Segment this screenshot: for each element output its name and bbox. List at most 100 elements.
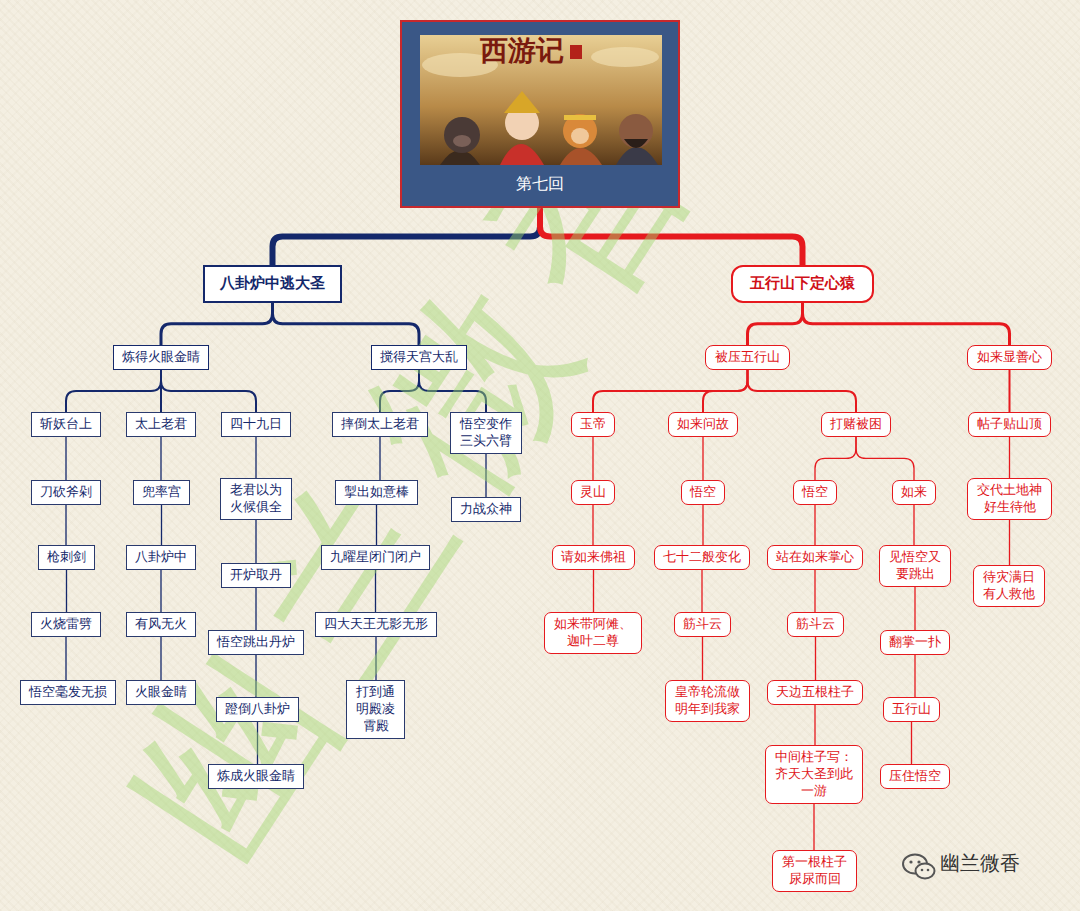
node-text: 中间柱子写：齐天大圣到此一游 [774, 749, 854, 800]
node-text: 交代土地神好生待他 [976, 482, 1043, 516]
node-text: 打赌被困 [830, 416, 882, 433]
leaf-box: 太上老君 [126, 412, 196, 437]
node-text: 见悟空又要跳出 [888, 549, 942, 583]
node-text: 皇帝轮流做明年到我家 [674, 684, 741, 718]
figure-crown [504, 91, 540, 113]
leaf-box: 四大天王无影无形 [315, 612, 437, 637]
leaf-box: 皇帝轮流做明年到我家 [665, 680, 750, 722]
leaf-box: 交代土地神好生待他 [967, 478, 1052, 520]
leaf-box: 站在如来掌心 [767, 545, 863, 570]
node-text: 如来显善心 [977, 349, 1042, 366]
branch-line [748, 370, 857, 412]
node-text: 四大天王无影无形 [324, 616, 428, 633]
node-text: 玉帝 [580, 416, 606, 433]
leaf-box: 请如来佛祖 [552, 545, 635, 570]
node-text: 七十二般变化 [663, 549, 741, 566]
node-text: 八卦炉中 [135, 549, 187, 566]
branch-line [66, 570, 67, 612]
figure-body [616, 147, 658, 165]
leaf-box: 四十九日 [221, 412, 291, 437]
leaf-box: 蹬倒八卦炉 [216, 697, 299, 722]
leaf-box: 如来问故 [668, 412, 738, 437]
branch-line [161, 303, 273, 346]
node-text: 悟空跳出丹炉 [217, 634, 295, 651]
eye [921, 869, 924, 872]
branch-line [814, 505, 815, 545]
node-text: 炼成火眼金睛 [217, 768, 295, 785]
node-text: 太上老君 [135, 416, 187, 433]
branch-line [255, 437, 256, 478]
branch-line [65, 437, 66, 480]
node-text: 天边五根柱子 [776, 684, 854, 701]
branch-line [1009, 370, 1011, 412]
node-text: 灵山 [580, 484, 606, 501]
branch-line [703, 370, 748, 412]
leaf-box: 悟空毫发无损 [20, 680, 116, 705]
topic-box: 如来显善心 [967, 345, 1052, 370]
branch-line [593, 370, 748, 412]
leaf-box: 悟空 [793, 480, 837, 505]
cloud [591, 47, 659, 67]
branch-line [914, 655, 915, 697]
leaf-box: 悟空 [681, 480, 725, 505]
node-text: 悟空 [802, 484, 828, 501]
node-text: 力战众神 [460, 501, 512, 518]
branch-line [593, 570, 594, 612]
eye [909, 860, 912, 863]
cover-title: 西游记 [480, 36, 564, 67]
leaf-box: 如来 [892, 480, 936, 505]
node-text: 刀砍斧剁 [40, 484, 92, 501]
figure-band [564, 115, 596, 120]
node-text: 如来问故 [677, 416, 729, 433]
branch-line [702, 637, 703, 680]
leaf-box: 灵山 [571, 480, 615, 505]
leaf-box: 火烧雷劈 [31, 612, 101, 637]
leaf-box: 五行山 [883, 697, 940, 722]
branch-line [65, 637, 66, 680]
node-text: 火眼金睛 [135, 684, 187, 701]
topic-box: 炼得火眼金睛 [113, 345, 209, 370]
leaf-box: 中间柱子写：齐天大圣到此一游 [765, 745, 863, 804]
node-text: 压住悟空 [889, 768, 941, 785]
wechat-icon [902, 853, 936, 881]
figure-face [571, 128, 589, 144]
node-text: 五行山 [892, 701, 931, 718]
branch-line [856, 437, 914, 480]
figure-beard [624, 139, 648, 148]
node-text: 请如来佛祖 [561, 549, 626, 566]
leaf-box: 掣出如意棒 [335, 480, 418, 505]
leaf-box: 开炉取丹 [221, 563, 291, 588]
branch-box: 八卦炉中逃大圣 [203, 265, 342, 303]
seal [570, 45, 582, 59]
branch-line [1009, 437, 1010, 478]
branch-line [1009, 520, 1010, 565]
branch-box: 五行山下定心猿 [731, 265, 874, 303]
figure-body [560, 148, 602, 165]
branch-line [702, 437, 703, 480]
leaf-box: 打赌被困 [821, 412, 891, 437]
node-text: 有风无火 [135, 616, 187, 633]
branch-line [814, 570, 815, 612]
leaf-box: 第一根柱子尿尿而回 [772, 850, 857, 892]
leaf-box: 悟空跳出丹炉 [208, 630, 304, 655]
eye [917, 860, 920, 863]
leaf-box: 九曜星闭门闭户 [321, 545, 430, 570]
node-text: 摔倒太上老君 [341, 416, 419, 433]
branch-line [702, 505, 703, 545]
node-text: 待灾满日有人救他 [982, 569, 1036, 603]
node-text: 悟空 [690, 484, 716, 501]
leaf-box: 帖子贴山顶 [968, 412, 1051, 437]
node-text: 如来 [901, 484, 927, 501]
branch-line [914, 587, 915, 630]
node-text: 火烧雷劈 [40, 616, 92, 633]
node-text: 老君以为火候俱全 [229, 482, 283, 516]
leaf-box: 打到通明殿凌霄殿 [346, 680, 405, 739]
leaf-box: 老君以为火候俱全 [220, 478, 292, 520]
figure-head [563, 114, 597, 148]
node-text: 炼得火眼金睛 [122, 349, 200, 366]
branch-line [913, 505, 914, 545]
branch-line [592, 505, 593, 545]
node-text: 八卦炉中逃大圣 [220, 274, 325, 294]
node-text: 兜率宫 [142, 484, 181, 501]
